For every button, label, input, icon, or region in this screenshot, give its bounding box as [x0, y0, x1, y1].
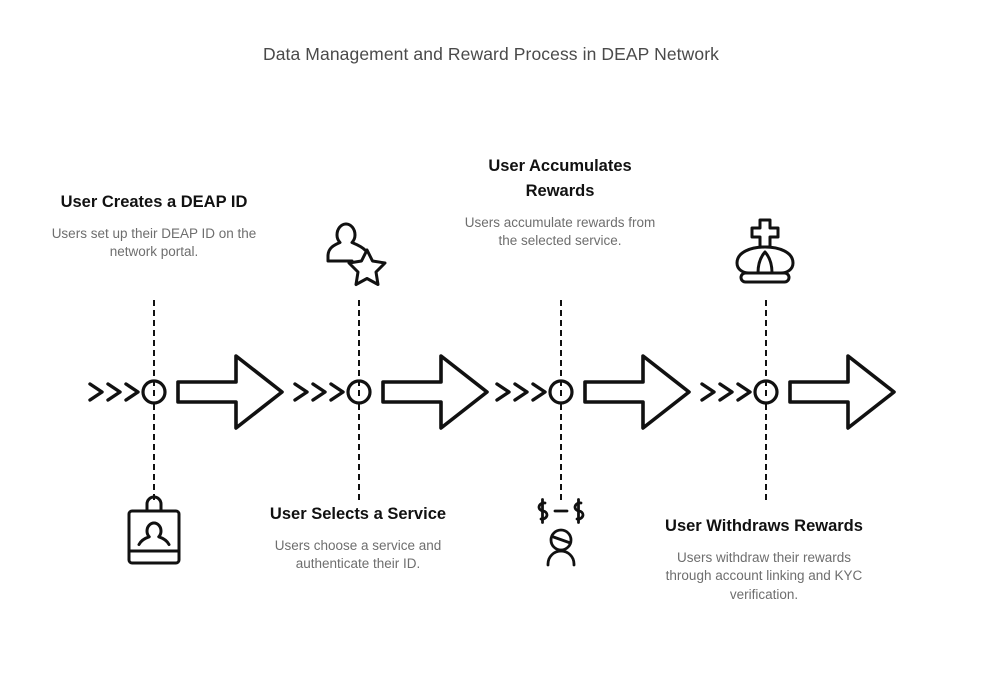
process-step-connector-2 [291, 330, 497, 454]
dashed-connector-1-down [153, 404, 155, 500]
chevron-group-icon [495, 382, 547, 402]
step-4-text-block: User Withdraws Rewards Users withdraw th… [659, 514, 869, 605]
id-badge-icon [118, 495, 190, 569]
dashed-connector-4-down [765, 404, 767, 500]
step-4-body: Users withdraw their rewards through acc… [665, 549, 863, 602]
right-arrow-icon [381, 354, 489, 430]
process-step-connector-1 [86, 330, 292, 454]
chevron-group-icon [293, 382, 345, 402]
step-1-heading: User Creates a DEAP ID [60, 193, 248, 211]
dashed-connector-2-up [358, 300, 360, 396]
person-star-icon [322, 220, 394, 292]
dashed-connector-1-up [153, 300, 155, 396]
step-2-body: Users choose a service and authenticate … [274, 537, 442, 572]
process-step-connector-3 [493, 330, 699, 454]
step-2-text-block: User Selects a Service Users choose a se… [253, 502, 463, 574]
crown-icon [729, 216, 801, 288]
dashed-connector-2-down [358, 404, 360, 500]
right-arrow-icon [788, 354, 896, 430]
right-arrow-icon [176, 354, 284, 430]
step-3-heading: User Accumulates Rewards [488, 157, 632, 200]
dashed-connector-3-down [560, 404, 562, 500]
step-3-body: Users accumulate rewards from the select… [464, 214, 656, 249]
right-arrow-icon [583, 354, 691, 430]
step-1-body: Users set up their DEAP ID on the networ… [51, 225, 257, 260]
step-4-heading: User Withdraws Rewards [665, 517, 863, 535]
step-1-text-block: User Creates a DEAP ID Users set up thei… [49, 190, 259, 262]
chevron-group-icon [700, 382, 752, 402]
process-step-connector-4 [698, 330, 904, 454]
person-money-icon [525, 495, 597, 567]
dashed-connector-4-up [765, 300, 767, 396]
step-2-heading: User Selects a Service [269, 505, 447, 523]
step-3-text-block: User Accumulates Rewards Users accumulat… [455, 154, 665, 251]
dashed-connector-3-up [560, 300, 562, 396]
page-title: Data Management and Reward Process in DE… [262, 44, 719, 64]
chevron-group-icon [88, 382, 140, 402]
